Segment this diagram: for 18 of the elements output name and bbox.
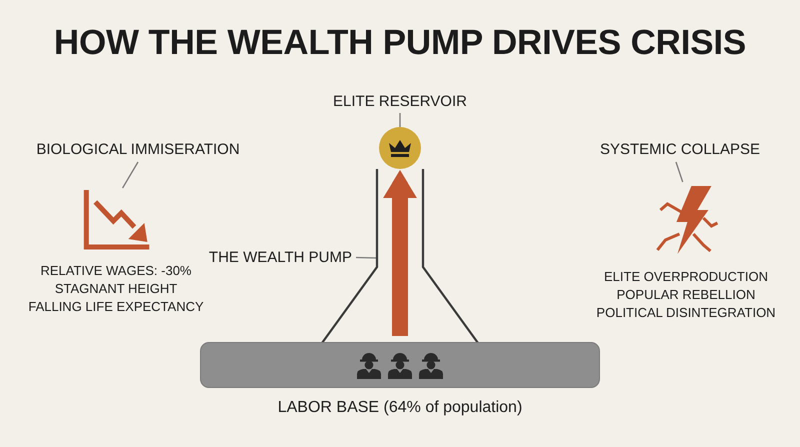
effect-text: STAGNANT HEIGHT: [54, 280, 178, 298]
effect-text: RELATIVE WAGES: -30%: [40, 262, 192, 280]
leader-line: [356, 256, 378, 259]
section-heading: ELITE RESERVOIR: [333, 92, 467, 111]
arrow: [383, 170, 417, 336]
leader-line: [675, 162, 684, 182]
effect-text: FALLING LIFE EXPECTANCY: [28, 298, 204, 316]
effect-text: ELITE OVERPRODUCTION: [604, 268, 768, 286]
title: HOW THE WEALTH PUMP DRIVES CRISIS: [54, 22, 746, 64]
section-heading: BIOLOGICAL IMMISERATION: [36, 140, 240, 159]
base-label: LABOR BASE (64% of population): [278, 398, 522, 418]
reservoir-circle: [379, 127, 421, 169]
effect-text: POPULAR REBELLION: [616, 286, 756, 304]
leader-line: [122, 162, 139, 188]
effect-text: POLITICAL DISINTEGRATION: [596, 304, 776, 322]
pump-label: THE WEALTH PUMP: [208, 248, 352, 267]
section-heading: SYSTEMIC COLLAPSE: [600, 140, 760, 159]
leader-line: [399, 113, 401, 127]
